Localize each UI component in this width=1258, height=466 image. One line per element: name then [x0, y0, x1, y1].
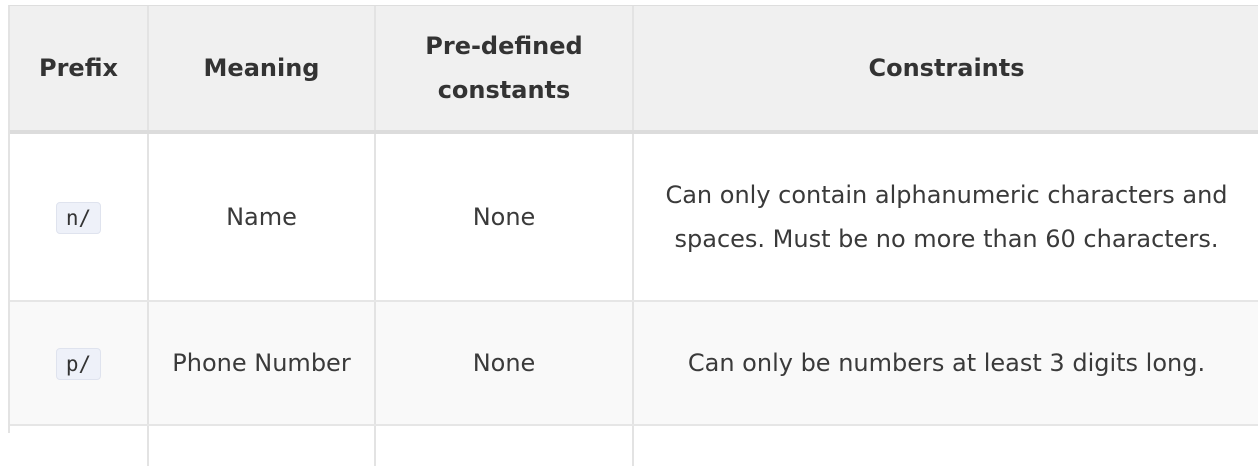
cell-empty	[375, 425, 634, 466]
cell-prefix: n/	[10, 132, 149, 302]
prefix-table-container: Prefix Meaning Pre-defined constants Con…	[8, 5, 1258, 466]
header-predefined-constants: Pre-defined constants	[375, 6, 634, 134]
header-meaning: Meaning	[148, 6, 376, 134]
cell-empty	[10, 425, 149, 466]
cell-empty	[148, 425, 376, 466]
cell-prefix: p/	[10, 301, 149, 426]
cell-constraints: Can only contain alphanumeric characters…	[633, 132, 1258, 302]
header-prefix: Prefix	[10, 6, 149, 134]
cell-meaning: Phone Number	[148, 301, 376, 426]
prefix-code: p/	[55, 348, 102, 380]
cell-constraints: Can only be numbers at least 3 digits lo…	[633, 301, 1258, 426]
table-header-row: Prefix Meaning Pre-defined constants Con…	[10, 6, 1258, 134]
header-constraints: Constraints	[633, 6, 1258, 134]
table-row-partial	[10, 425, 1258, 466]
table-row: p/ Phone Number None Can only be numbers…	[10, 301, 1258, 426]
prefix-code: n/	[55, 202, 102, 234]
cell-predefined-constants: None	[375, 301, 634, 426]
cell-meaning: Name	[148, 132, 376, 302]
cell-predefined-constants: None	[375, 132, 634, 302]
cell-empty	[633, 425, 1258, 466]
table-row: n/ Name None Can only contain alphanumer…	[10, 132, 1258, 302]
prefix-table: Prefix Meaning Pre-defined constants Con…	[10, 6, 1258, 466]
